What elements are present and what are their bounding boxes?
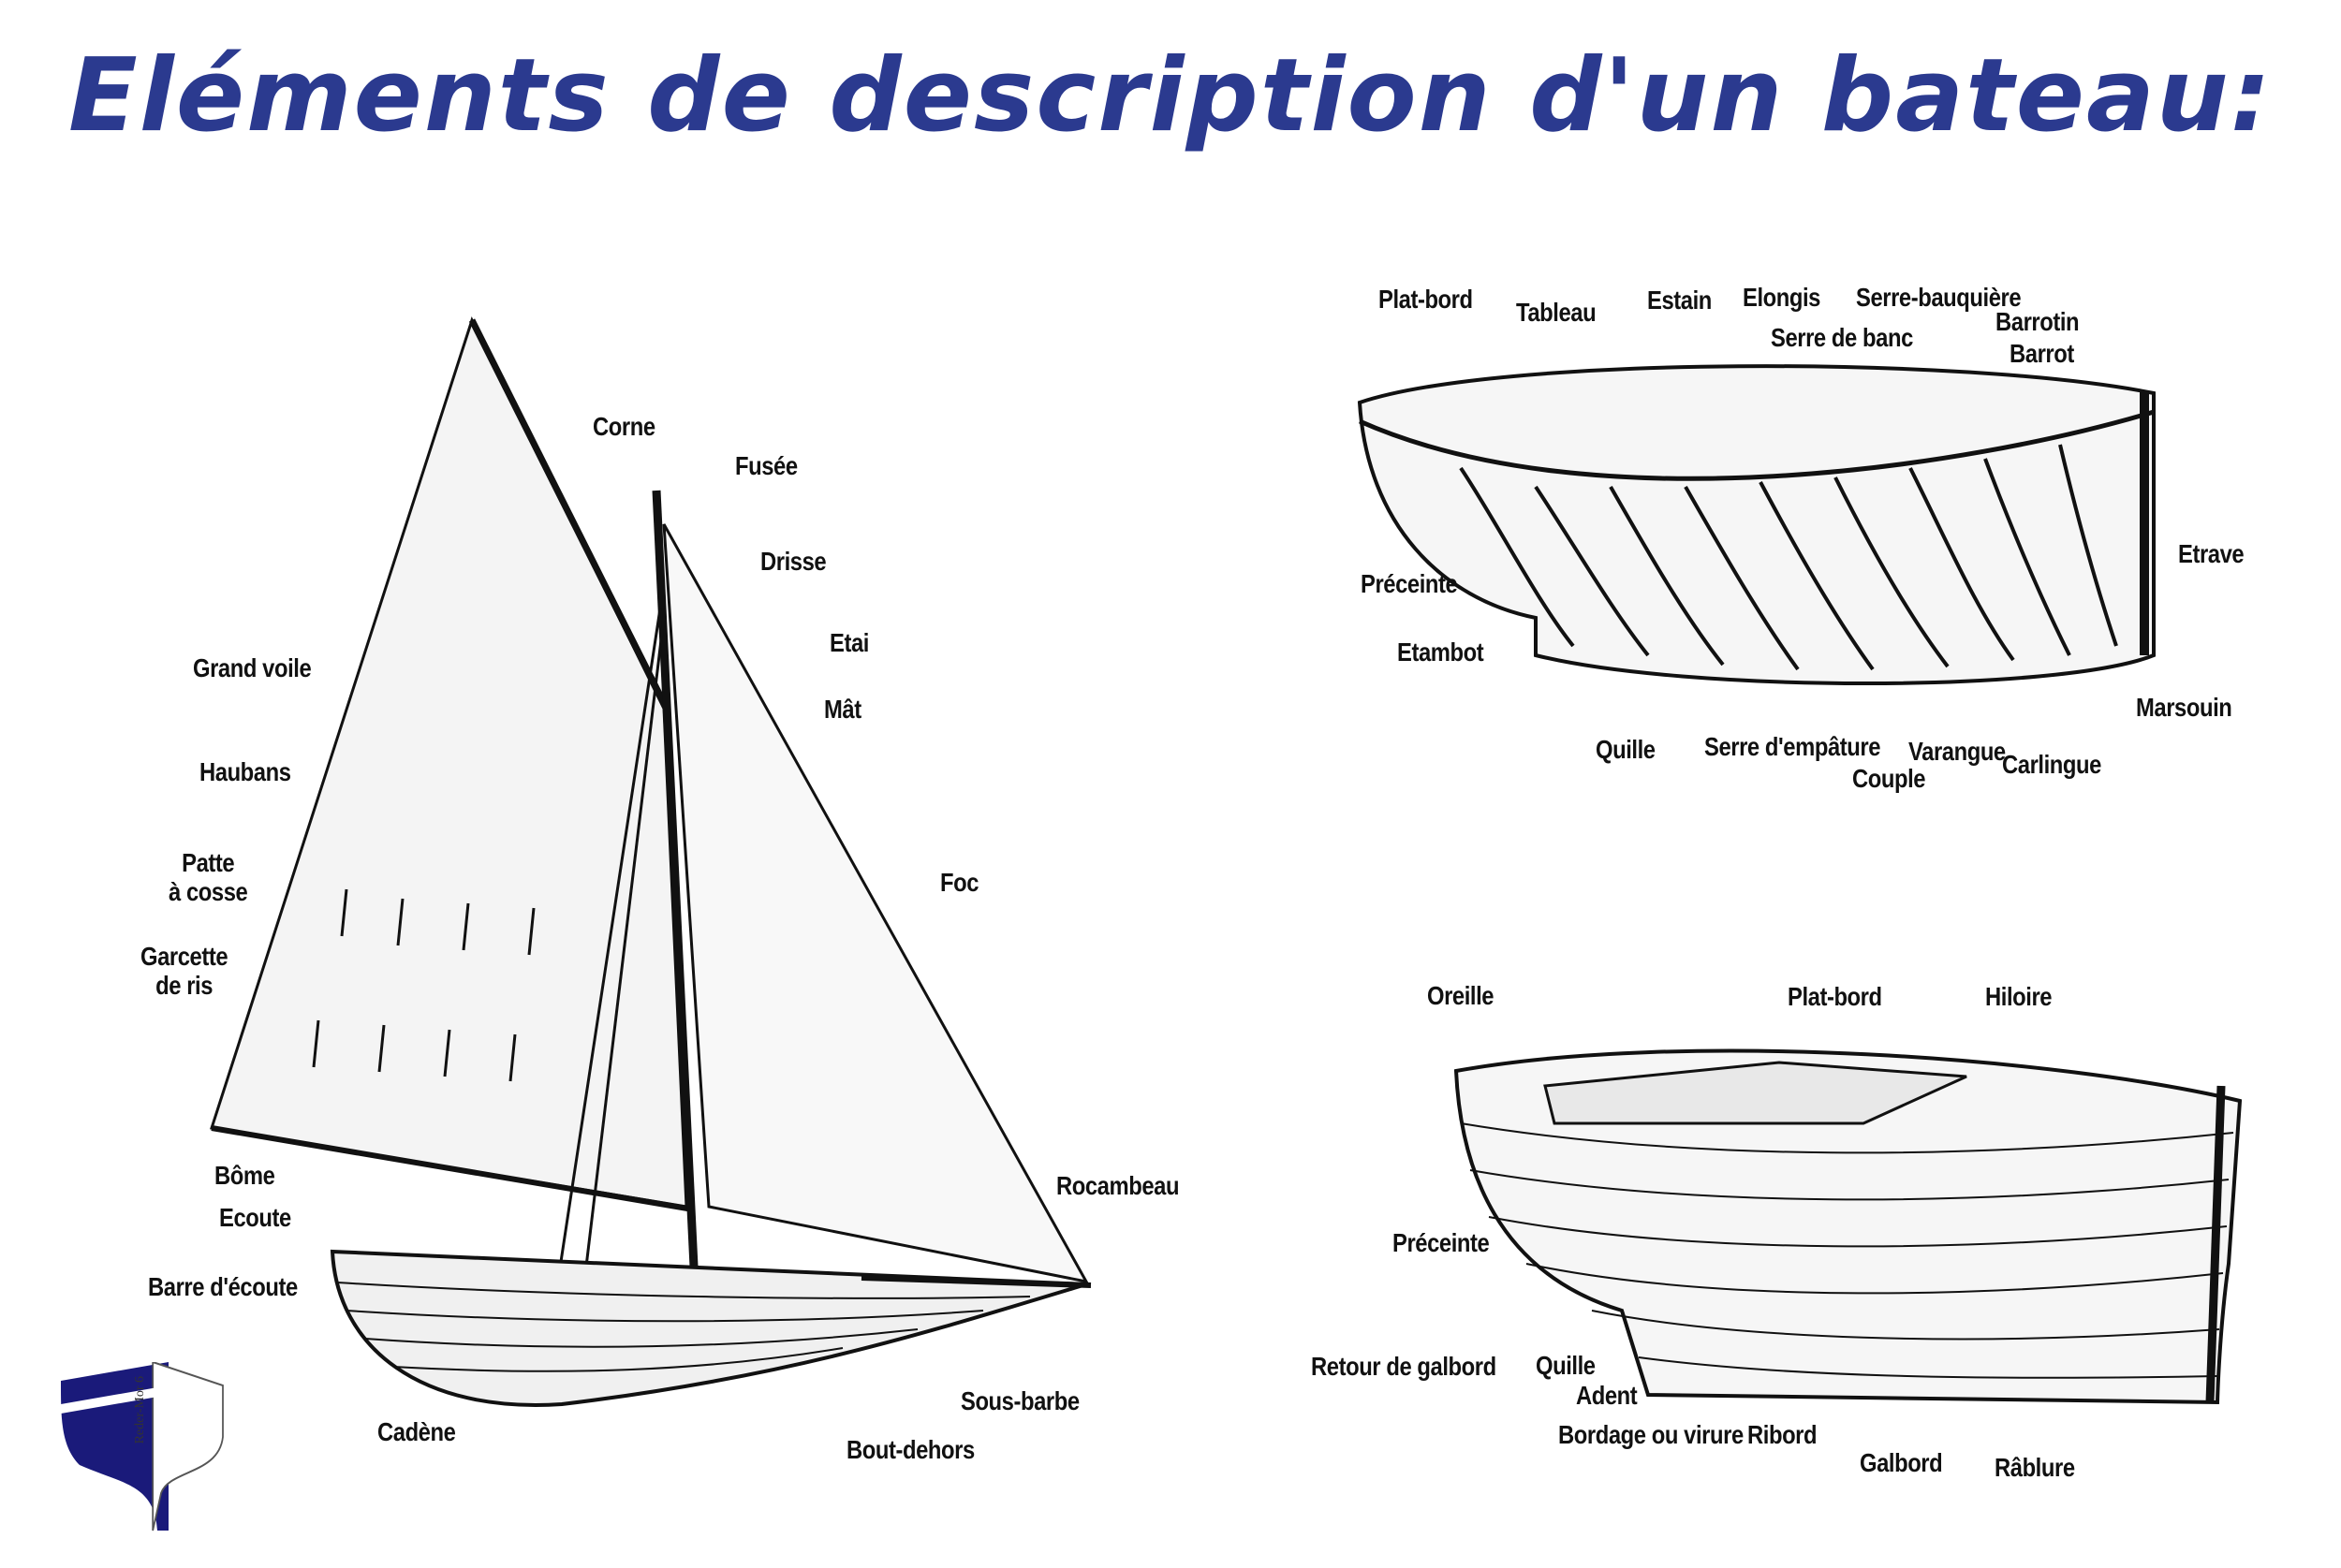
label-serre-de-banc: Serre de banc: [1771, 323, 1913, 352]
label-carlingue: Carlingue: [2002, 750, 2101, 779]
gaff: [468, 318, 670, 711]
reder-mor-logo: [61, 1362, 224, 1531]
label-preceinte-hull: Préceinte: [1392, 1228, 1490, 1257]
logo-text: Reder-Mor 6: [133, 1376, 147, 1444]
label-etai: Etai: [830, 628, 869, 657]
shroud: [546, 608, 662, 1349]
boom: [211, 1125, 694, 1212]
gunwale: [1358, 409, 2155, 481]
label-etambot: Etambot: [1397, 637, 1484, 667]
planked-hull-drawing: [1453, 1048, 2243, 1405]
label-plat-bord: Plat-bord: [1378, 285, 1473, 314]
frame-hull-outline: [1357, 364, 2156, 685]
label-haubans: Haubans: [199, 757, 291, 786]
label-ecoute: Ecoute: [219, 1203, 291, 1232]
label-bome: Bôme: [214, 1161, 275, 1190]
label-drisse: Drisse: [760, 547, 827, 576]
hull-planks: [336, 1282, 1031, 1372]
label-patte-a-cosse: Patte à cosse: [169, 848, 248, 906]
label-foc: Foc: [940, 868, 979, 897]
planked-hull-outline: [1453, 1048, 2243, 1405]
label-barre-d-ecoute: Barre d'écoute: [148, 1272, 298, 1301]
shroud: [574, 608, 667, 1354]
cockpit: [1543, 1061, 1967, 1125]
label-etrave: Etrave: [2178, 539, 2245, 568]
label-sous-barbe: Sous-barbe: [961, 1386, 1080, 1415]
label-couple: Couple: [1852, 764, 1926, 793]
label-varangue: Varangue: [1908, 737, 2006, 766]
label-rablure: Râblure: [1995, 1453, 2075, 1482]
label-grand-voile: Grand voile: [193, 653, 312, 682]
label-hiloire: Hiloire: [1985, 982, 2053, 1011]
label-oreille: Oreille: [1427, 981, 1494, 1010]
label-estain: Estain: [1647, 286, 1712, 315]
label-rocambeau: Rocambeau: [1056, 1171, 1180, 1200]
label-adent: Adent: [1576, 1381, 1638, 1410]
label-corne: Corne: [593, 412, 655, 441]
label-retour-de-galbord: Retour de galbord: [1311, 1352, 1496, 1381]
label-plat-bord-hull: Plat-bord: [1788, 982, 1882, 1011]
label-cadene: Cadène: [377, 1417, 456, 1446]
hull-strakes: [1460, 1122, 2234, 1379]
label-mat: Mât: [824, 695, 861, 724]
label-ribord: Ribord: [1747, 1420, 1818, 1449]
bowsprit: [861, 1275, 1092, 1288]
label-elongis: Elongis: [1743, 283, 1820, 312]
page-title: Eléments de description d'un bateau:: [68, 37, 2273, 154]
label-garcette-de-ris: Garcette de ris: [140, 942, 228, 1000]
sailboat-drawing: [210, 316, 1092, 1407]
label-bordage-ou-virure: Bordage ou virure: [1558, 1420, 1744, 1449]
label-galbord: Galbord: [1860, 1448, 1943, 1477]
label-preceinte: Préceinte: [1361, 569, 1458, 598]
reef-points: [312, 888, 536, 1082]
frames: [1459, 444, 2118, 671]
hull-structure-drawing: [1357, 364, 2156, 685]
label-barrotin: Barrotin: [1995, 307, 2080, 336]
label-serre-d-empature: Serre d'empâture: [1704, 732, 1881, 761]
label-fusee: Fusée: [735, 451, 798, 480]
label-quille: Quille: [1596, 735, 1656, 764]
label-marsouin: Marsouin: [2136, 693, 2232, 722]
label-bout-dehors: Bout-dehors: [847, 1435, 975, 1464]
jib: [662, 523, 1089, 1284]
label-quille-hull: Quille: [1536, 1351, 1596, 1380]
label-tableau: Tableau: [1516, 298, 1597, 327]
sailboat-hull: [330, 1249, 1087, 1407]
label-serre-bauquiere: Serre-bauquière: [1856, 283, 2022, 312]
label-barrot: Barrot: [2010, 339, 2074, 368]
stem: [2205, 1085, 2226, 1403]
